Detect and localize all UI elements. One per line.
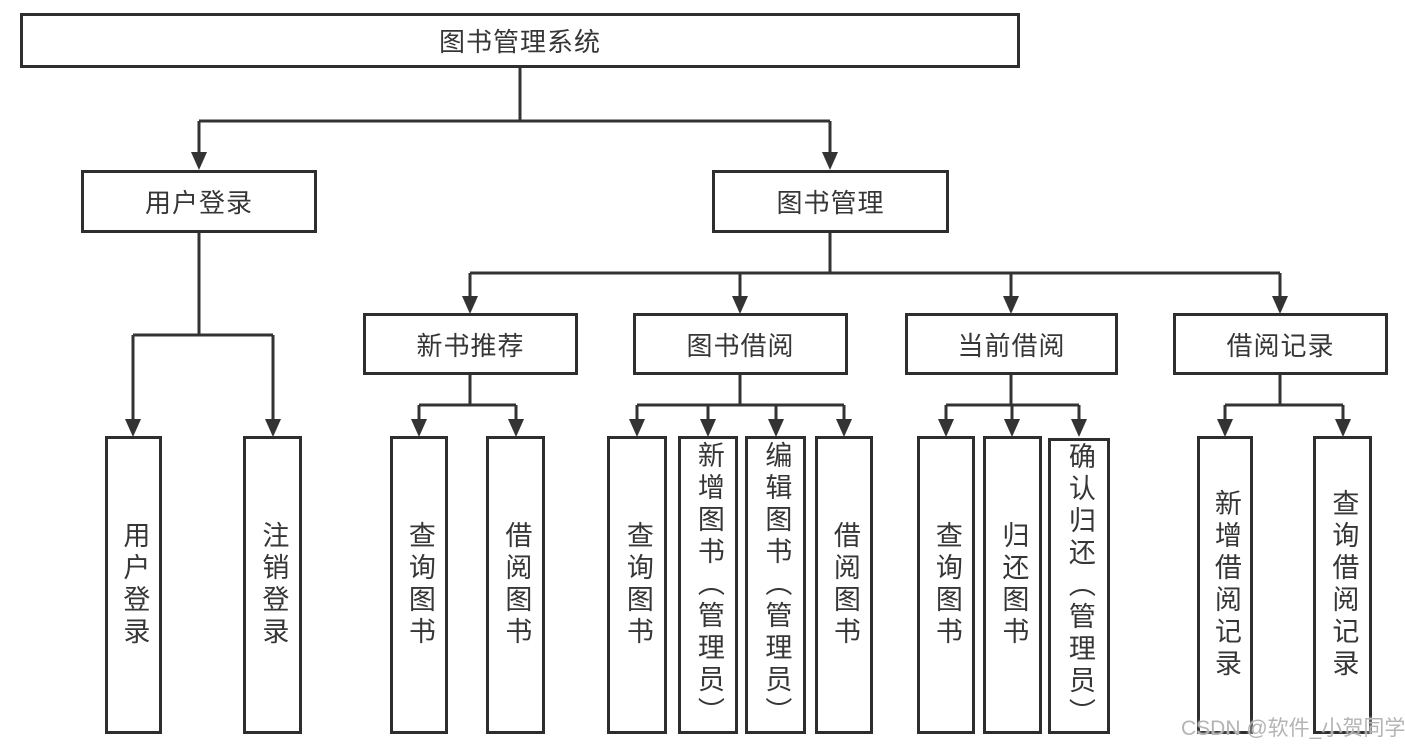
connector-userlogin-to-leaves xyxy=(131,233,275,419)
leaf-current-confirm-return-admin: 确认归还（管理员） xyxy=(1048,438,1110,734)
leaf-current-query-books: 查询图书 xyxy=(917,436,975,734)
arrowheads xyxy=(125,152,1351,437)
connector-currentborrow-to-leaves xyxy=(944,375,1081,419)
connector-bookborrow-to-leaves xyxy=(635,375,846,419)
leaf-record-add-borrow-record: 新增借阅记录 xyxy=(1197,436,1253,734)
leaf-newbook-query-books: 查询图书 xyxy=(390,436,448,734)
leaf-borrow-edit-books-admin: 编辑图书（管理员） xyxy=(745,436,806,734)
arrow-icon xyxy=(700,419,716,437)
connector-root-to-level2 xyxy=(197,68,832,152)
leaf-current-return-books: 归还图书 xyxy=(983,436,1042,734)
leaf-borrow-add-books-admin: 新增图书（管理员） xyxy=(678,436,738,734)
node-root-library-management-system: 图书管理系统 xyxy=(20,13,1020,68)
node-book-borrowing: 图书借阅 xyxy=(633,313,848,375)
arrow-icon xyxy=(836,419,852,437)
csdn-watermark: CSDN @软件_小贺同学 xyxy=(1181,717,1405,740)
arrow-icon xyxy=(125,419,141,437)
node-new-book-recommendation: 新书推荐 xyxy=(363,313,578,375)
arrow-icon xyxy=(629,419,645,437)
node-book-management: 图书管理 xyxy=(712,170,949,233)
leaf-logout: 注销登录 xyxy=(243,436,302,734)
arrow-icon xyxy=(732,296,748,314)
arrow-icon xyxy=(191,152,207,170)
leaf-newbook-borrow-books: 借阅图书 xyxy=(486,436,545,734)
arrow-icon xyxy=(938,419,954,437)
arrow-icon xyxy=(508,419,524,437)
leaf-borrow-query-books: 查询图书 xyxy=(607,436,667,734)
leaf-record-query-borrow-record: 查询借阅记录 xyxy=(1313,436,1372,734)
arrow-icon xyxy=(1217,419,1233,437)
arrow-icon xyxy=(768,419,784,437)
leaf-borrow-borrow-books: 借阅图书 xyxy=(815,436,873,734)
arrow-icon xyxy=(1335,419,1351,437)
arrow-icon xyxy=(822,152,838,170)
connector-borrowrecord-to-leaves xyxy=(1223,375,1345,419)
arrow-icon xyxy=(1272,296,1288,314)
leaf-user-login: 用户登录 xyxy=(105,436,162,734)
connector-bookmgmt-to-level3 xyxy=(468,233,1282,296)
arrow-icon xyxy=(462,296,478,314)
connector-newbook-to-leaves xyxy=(417,375,518,419)
arrow-icon xyxy=(1004,419,1020,437)
node-current-borrowing: 当前借阅 xyxy=(905,313,1118,375)
arrow-icon xyxy=(1071,419,1087,437)
arrow-icon xyxy=(265,419,281,437)
node-user-login: 用户登录 xyxy=(81,170,317,233)
arrow-icon xyxy=(1003,296,1019,314)
arrow-icon xyxy=(411,419,427,437)
node-borrowing-records: 借阅记录 xyxy=(1173,313,1388,375)
